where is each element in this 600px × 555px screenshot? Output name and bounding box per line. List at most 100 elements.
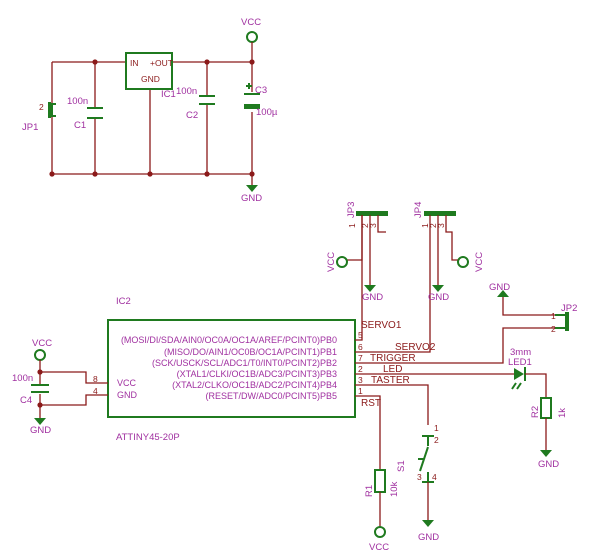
vcc-label-top: VCC bbox=[241, 17, 261, 28]
svg-text:7: 7 bbox=[358, 353, 363, 363]
net-servo1 bbox=[355, 330, 363, 341]
ic1-regulator: IN +OUT GND IC1 bbox=[125, 52, 176, 100]
r2-resistor: R2 1k GND bbox=[530, 397, 568, 470]
jp4-header: JP4 1 2 3 GND VCC bbox=[413, 202, 485, 345]
vcc-symbol-jp4 bbox=[457, 256, 469, 268]
svg-text:GND: GND bbox=[141, 74, 160, 84]
svg-text:VCC: VCC bbox=[326, 252, 337, 272]
jp2-header: GND JP2 1 2 bbox=[489, 282, 577, 334]
svg-text:JP2: JP2 bbox=[561, 303, 577, 314]
svg-text:LED1: LED1 bbox=[508, 357, 532, 368]
svg-text:5: 5 bbox=[358, 330, 363, 340]
gnd-symbol-top bbox=[246, 185, 258, 192]
ic2-pin-pb2: (SCK/USCK/SCL/ADC1/T0/INT0/PCINT2)PB2 bbox=[152, 358, 337, 368]
svg-text:IN: IN bbox=[130, 58, 139, 68]
net-rst bbox=[355, 395, 381, 470]
led1: 3mm LED1 bbox=[508, 347, 547, 398]
svg-text:C4: C4 bbox=[20, 395, 32, 406]
svg-text:3: 3 bbox=[436, 223, 446, 228]
ic2-pin-pb0: (MOSI/DI/SDA/AIN0/OC0A/OC1A/AREF/PCINT0)… bbox=[121, 335, 337, 345]
ic2-pin-pb5: (RESET/DW/ADC0/PCINT5)PB5 bbox=[205, 391, 337, 401]
svg-text:1: 1 bbox=[551, 311, 556, 321]
svg-text:C2: C2 bbox=[186, 110, 198, 121]
svg-text:GND: GND bbox=[428, 292, 449, 303]
svg-text:VCC: VCC bbox=[369, 542, 389, 553]
svg-text:JP3: JP3 bbox=[346, 202, 357, 218]
ic2-microcontroller: IC2 ATTINY45-20P VCC GND 8 4 (MOSI/DI/SD… bbox=[93, 296, 363, 443]
c2-capacitor: 100n C2 bbox=[176, 86, 215, 121]
svg-text:VCC: VCC bbox=[474, 252, 485, 272]
ic1-label: IC1 bbox=[161, 89, 176, 100]
gnd-symbol-s1 bbox=[422, 520, 434, 527]
net-trigger bbox=[355, 327, 555, 364]
svg-text:4: 4 bbox=[432, 472, 437, 482]
gnd-symbol-r2 bbox=[540, 450, 552, 457]
svg-text:2: 2 bbox=[39, 102, 44, 112]
svg-text:2: 2 bbox=[428, 223, 438, 228]
svg-text:100µ: 100µ bbox=[256, 107, 278, 118]
wire-vcc-out bbox=[172, 42, 253, 63]
svg-text:VCC: VCC bbox=[32, 338, 52, 349]
svg-text:2: 2 bbox=[434, 435, 439, 445]
svg-text:TRIGGER: TRIGGER bbox=[370, 353, 416, 364]
vcc-symbol-r1 bbox=[374, 526, 386, 538]
svg-text:2: 2 bbox=[551, 324, 556, 334]
gnd-label-top: GND bbox=[241, 193, 262, 204]
svg-text:S1: S1 bbox=[396, 460, 407, 472]
c1-capacitor: 100n C1 bbox=[67, 96, 103, 131]
svg-text:8: 8 bbox=[93, 374, 98, 384]
ic2-pin-pb1: (MISO/DO/AIN1/OC0B/OC1A/PCINT1)PB1 bbox=[164, 347, 337, 357]
ic2-part-label: ATTINY45-20P bbox=[116, 432, 180, 443]
svg-text:SERVO2: SERVO2 bbox=[395, 342, 436, 353]
svg-text:GND: GND bbox=[30, 425, 51, 436]
jp1-label: JP1 bbox=[22, 122, 38, 133]
ic2-pin-pb3: (XTAL1/CLKI/OC1B/ADC3/PCINT3)PB3 bbox=[177, 369, 337, 379]
svg-text:TASTER: TASTER bbox=[371, 375, 410, 386]
vcc-symbol-jp3 bbox=[336, 256, 348, 268]
gnd-symbol-c4 bbox=[34, 418, 46, 425]
svg-text:3: 3 bbox=[368, 223, 378, 228]
svg-text:GND: GND bbox=[489, 282, 510, 293]
svg-text:R2: R2 bbox=[530, 406, 541, 418]
svg-text:JP4: JP4 bbox=[413, 202, 424, 218]
svg-text:2: 2 bbox=[360, 223, 370, 228]
svg-text:3mm: 3mm bbox=[510, 347, 531, 358]
svg-text:1: 1 bbox=[347, 223, 357, 228]
svg-text:10k: 10k bbox=[389, 481, 400, 497]
svg-text:GND: GND bbox=[538, 459, 559, 470]
svg-text:R1: R1 bbox=[364, 485, 375, 497]
s1-switch: S1 1 2 3 4 GND bbox=[396, 423, 439, 543]
svg-text:4: 4 bbox=[93, 386, 98, 396]
net-taster bbox=[355, 384, 429, 425]
svg-text:LED: LED bbox=[383, 364, 402, 375]
svg-text:C1: C1 bbox=[74, 120, 86, 131]
svg-text:2: 2 bbox=[358, 364, 363, 374]
svg-text:6: 6 bbox=[358, 342, 363, 352]
net-servo2 bbox=[355, 345, 431, 353]
gnd-symbol-jp3 bbox=[364, 285, 376, 292]
c3-capacitor: C3 100µ bbox=[244, 83, 278, 118]
svg-text:3: 3 bbox=[417, 472, 422, 482]
jp3-header: JP3 1 2 3 VCC GND bbox=[326, 202, 388, 330]
r1-resistor: R1 10k VCC bbox=[364, 469, 400, 553]
c4-capacitor-section: VCC 100n C4 GND bbox=[12, 338, 108, 436]
svg-text:RST: RST bbox=[361, 398, 381, 409]
svg-text:1: 1 bbox=[420, 223, 430, 228]
svg-text:100n: 100n bbox=[67, 96, 88, 107]
jp1-header: 2 JP1 bbox=[22, 102, 56, 133]
ic2-label: IC2 bbox=[116, 296, 131, 307]
svg-text:100n: 100n bbox=[12, 373, 33, 384]
gnd-symbol-jp2 bbox=[497, 290, 509, 297]
svg-text:1: 1 bbox=[358, 386, 363, 396]
svg-text:3: 3 bbox=[358, 375, 363, 385]
vcc-symbol-c4 bbox=[34, 349, 46, 361]
power-supply-section: VCC GND 2 JP1 bbox=[22, 17, 278, 204]
vcc-symbol-top bbox=[246, 31, 258, 43]
svg-text:SERVO1: SERVO1 bbox=[361, 320, 402, 331]
svg-text:1: 1 bbox=[434, 423, 439, 433]
svg-text:VCC: VCC bbox=[117, 378, 137, 388]
svg-text:GND: GND bbox=[362, 292, 383, 303]
svg-text:100n: 100n bbox=[176, 86, 197, 97]
